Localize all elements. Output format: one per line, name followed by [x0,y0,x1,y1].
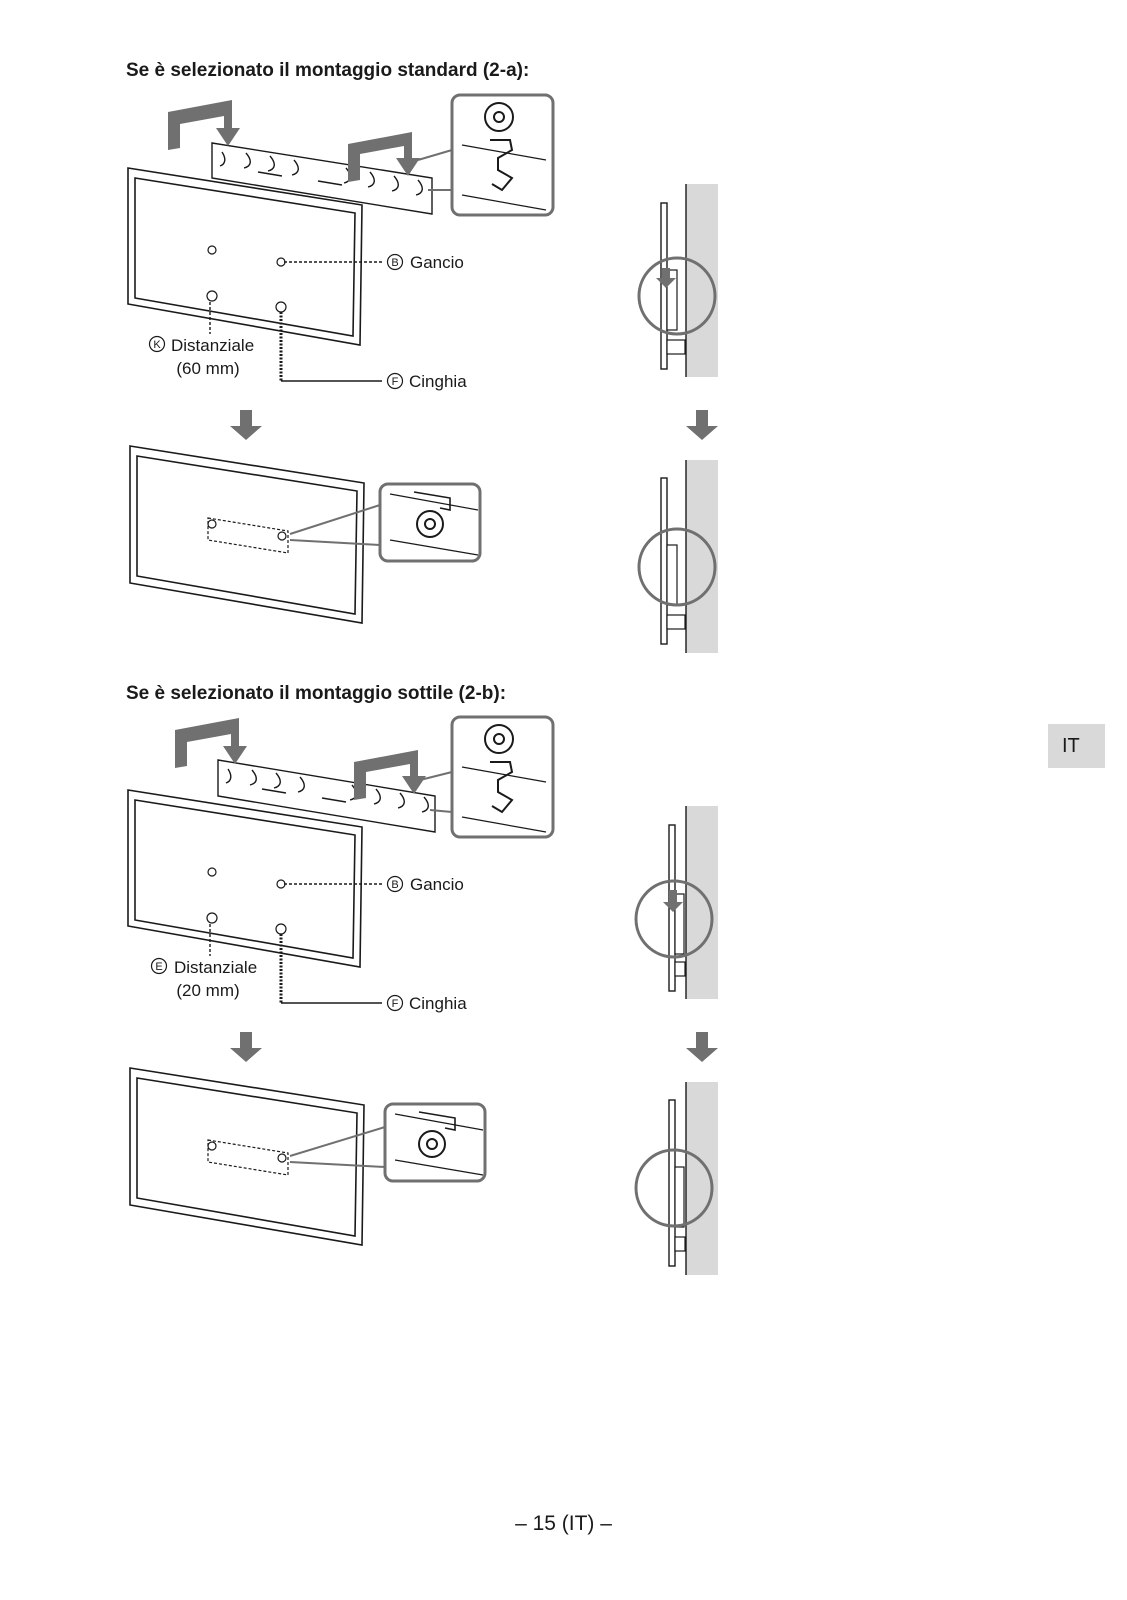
side-view-before [637,184,718,377]
spacer-label: Distanziale [174,958,257,977]
step-arrow-icon [686,410,718,440]
side-view-before [634,806,718,999]
hook-detail-inset [419,715,555,839]
screw-holes [206,867,287,935]
step-arrow-icon [230,1032,262,1062]
hook-letter-badge [386,875,404,893]
tv-mounted-panel [129,1067,365,1246]
side-view-after [634,1082,718,1275]
belt-letter: F [392,376,399,388]
mounting-bracket [211,142,433,215]
hook-label: Gancio [410,253,464,272]
spacer-label: Distanziale [171,336,254,355]
slim-mount-figure: B Gancio E Distanziale (20 mm) F Cinghia [127,715,718,1275]
hook-letter: B [391,879,398,891]
hook-letter-badge [386,253,404,271]
mounted-detail-inset [289,482,482,563]
language-tab: IT [1048,724,1105,768]
belt-letter: F [392,998,399,1010]
section-heading-slim: Se è selezionato il montaggio sottile (2… [126,683,507,704]
spacer-letter: E [155,961,162,973]
down-arrow-icon [175,718,426,800]
belt-letter-badge [386,994,404,1012]
belt-letter-badge [386,372,404,390]
belt-label: Cinghia [409,372,467,391]
spacer-size: (20 mm) [176,981,239,1000]
down-arrow-icon [168,100,420,182]
page-number: – 15 (IT) – [515,1512,612,1535]
tv-back-panel [127,789,363,968]
hook-label: Gancio [410,875,464,894]
tv-mounted-panel [129,445,365,624]
hook-letter: B [391,257,398,269]
mounted-detail-inset [289,1102,487,1183]
section-heading-standard: Se è selezionato il montaggio standard (… [126,60,530,81]
spacer-letter-badge [148,335,166,353]
standard-mount-figure: B Gancio K Distanziale (60 mm) F Cinghia [127,93,718,653]
step-arrow-icon [230,410,262,440]
belt-label: Cinghia [409,994,467,1013]
step-arrow-icon [686,1032,718,1062]
spacer-size: (60 mm) [176,359,239,378]
tv-back-panel [127,167,363,346]
spacer-letter: K [153,339,161,351]
spacer-letter-badge [150,957,168,975]
hook-detail-inset [417,93,555,217]
screw-holes [206,245,287,313]
side-view-after [637,460,718,653]
